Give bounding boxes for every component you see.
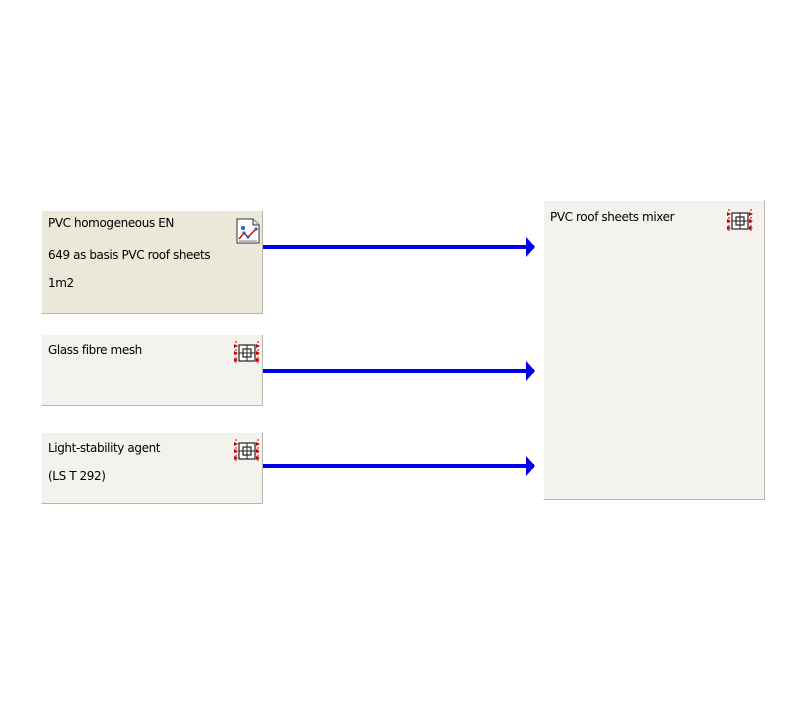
node-label-line-3: 1m2 <box>48 276 74 290</box>
process-icon <box>727 209 753 233</box>
node-pvc-homogeneous[interactable]: PVC homogeneous EN 649 as basis PVC roof… <box>41 210 263 314</box>
node-glass-fibre-mesh[interactable]: Glass fibre mesh <box>41 334 263 406</box>
node-label-line-1: Light-stability agent <box>48 441 161 455</box>
node-label-line-1: PVC homogeneous EN <box>48 216 174 230</box>
node-label-line-2: (LS T 292) <box>48 469 106 483</box>
node-label-line-1: PVC roof sheets mixer <box>550 210 675 224</box>
process-icon <box>234 341 260 365</box>
node-pvc-roof-sheets-mixer[interactable]: PVC roof sheets mixer <box>543 200 765 500</box>
node-label-line-1: Glass fibre mesh <box>48 343 142 357</box>
node-light-stability-agent[interactable]: Light-stability agent (LS T 292) <box>41 432 263 504</box>
node-label-line-2: 649 as basis PVC roof sheets <box>48 248 211 262</box>
process-icon <box>234 439 260 463</box>
plan-document-icon <box>236 218 260 244</box>
